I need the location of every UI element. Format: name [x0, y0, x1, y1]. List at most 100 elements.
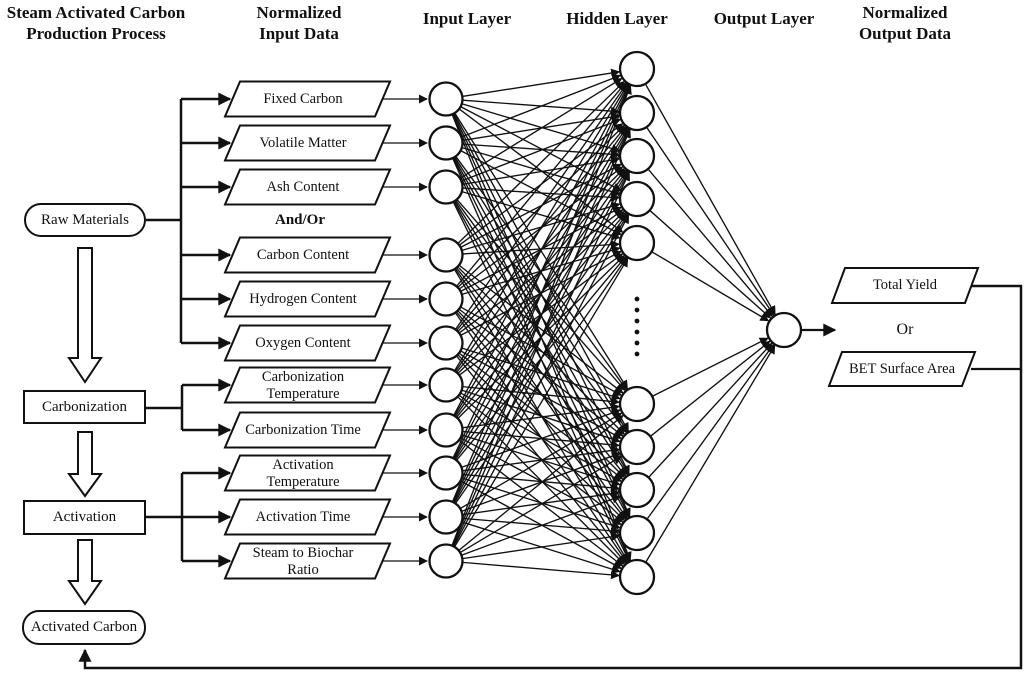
edge-input-hidden	[452, 171, 630, 547]
input-parallelogram	[223, 366, 392, 404]
input-node	[428, 499, 464, 535]
edge-input-hidden	[451, 84, 632, 546]
edge-input-hidden	[462, 489, 621, 516]
input-parallelogram	[223, 168, 392, 206]
edge-input-hidden	[458, 414, 624, 552]
edge-input-hidden	[461, 389, 621, 444]
input-parallelogram	[223, 324, 392, 362]
edge-input-hidden	[457, 210, 625, 374]
flow-box-raw-materials: Raw Materials	[24, 203, 146, 237]
hidden-ellipsis-dot	[634, 307, 640, 313]
edge-input-hidden	[459, 77, 623, 179]
header-output-layer: Output Layer	[713, 9, 815, 28]
input-node	[428, 367, 464, 403]
hidden-ellipsis-dot	[634, 340, 640, 346]
hidden-node	[618, 558, 656, 596]
edge-input-hidden	[451, 84, 631, 503]
edge-input-hidden	[461, 103, 621, 153]
hidden-node	[618, 428, 656, 466]
hidden-node	[618, 385, 656, 423]
edge-input-hidden	[457, 80, 625, 244]
hidden-node	[618, 50, 656, 88]
edge-input-hidden	[461, 118, 622, 182]
input-node	[428, 281, 464, 317]
edge-input-hidden	[461, 477, 621, 530]
edge-hidden-output	[651, 337, 769, 397]
flow-box-activation: Activation	[23, 500, 146, 535]
header-process: Steam Activated Carbon Production Proces…	[6, 3, 186, 43]
edge-input-hidden	[462, 561, 620, 580]
or-label: Or	[896, 320, 914, 338]
flow-down-arrow	[67, 539, 103, 606]
edge-input-hidden	[462, 517, 620, 536]
edge-input-hidden	[453, 257, 629, 548]
hidden-node	[618, 471, 656, 509]
flow-down-arrow	[67, 247, 103, 384]
edge-input-hidden	[460, 392, 623, 482]
input-parallelogram	[223, 80, 392, 118]
hidden-ellipsis-dot	[634, 296, 640, 302]
hidden-node	[618, 137, 656, 175]
output-parallelogram	[827, 351, 977, 387]
input-node	[428, 237, 464, 273]
edge-input-hidden	[453, 214, 630, 547]
edge-hidden-output	[645, 344, 776, 563]
and-or-label: And/Or	[274, 211, 325, 228]
edge-hidden-output	[649, 209, 772, 319]
edge-input-hidden	[461, 74, 622, 138]
edge-input-hidden	[458, 264, 624, 394]
edge-input-hidden	[459, 455, 623, 554]
flow-box-activated-carbon: Activated Carbon	[22, 610, 146, 645]
input-node	[428, 543, 464, 579]
edge-input-hidden	[461, 347, 621, 401]
input-parallelogram	[223, 454, 392, 492]
edge-hidden-output	[646, 343, 774, 520]
header-input-data: Normalized Input Data	[256, 3, 342, 43]
edge-input-hidden	[451, 128, 631, 547]
input-parallelogram	[223, 280, 392, 318]
edge-input-hidden	[452, 84, 630, 459]
input-node	[428, 81, 464, 117]
input-node	[428, 169, 464, 205]
edge-input-hidden	[462, 473, 620, 493]
edge-input-hidden	[462, 532, 621, 560]
edge-input-hidden	[462, 446, 621, 472]
flow-down-arrow	[67, 431, 103, 498]
edge-input-hidden	[453, 83, 629, 372]
feedback-loop-line	[78, 284, 1023, 670]
edge-hidden-output	[649, 340, 771, 437]
input-parallelogram	[223, 542, 392, 580]
hidden-node	[618, 94, 656, 132]
edge-input-hidden	[461, 494, 621, 556]
edge-hidden-output	[647, 168, 773, 317]
input-parallelogram	[223, 411, 392, 449]
header-output-data: Normalized Output Data	[858, 3, 952, 43]
edge-input-hidden	[460, 106, 622, 192]
edge-hidden-output	[644, 83, 776, 316]
input-node	[428, 412, 464, 448]
input-parallelogram	[223, 124, 392, 162]
hidden-ellipsis-dot	[634, 318, 640, 324]
edge-hidden-output	[648, 342, 773, 478]
input-node	[428, 325, 464, 361]
hidden-node	[618, 180, 656, 218]
edge-input-hidden	[462, 68, 621, 98]
hidden-node	[618, 224, 656, 262]
hidden-ellipsis-dot	[634, 351, 640, 357]
edge-hidden-output	[645, 126, 775, 316]
edge-input-hidden	[453, 84, 630, 416]
flow-box-carbonization: Carbonization	[23, 390, 146, 424]
edge-input-hidden	[454, 83, 628, 330]
edge-input-hidden	[458, 308, 624, 437]
hidden-node	[618, 514, 656, 552]
output-parallelogram	[830, 267, 980, 304]
header-hidden-layer: Hidden Layer	[566, 9, 668, 28]
edge-input-hidden	[456, 82, 627, 287]
header-input-layer: Input Layer	[422, 9, 512, 28]
input-node	[428, 455, 464, 491]
input-node	[428, 125, 464, 161]
input-parallelogram	[223, 498, 392, 536]
hidden-ellipsis-dot	[634, 329, 640, 335]
